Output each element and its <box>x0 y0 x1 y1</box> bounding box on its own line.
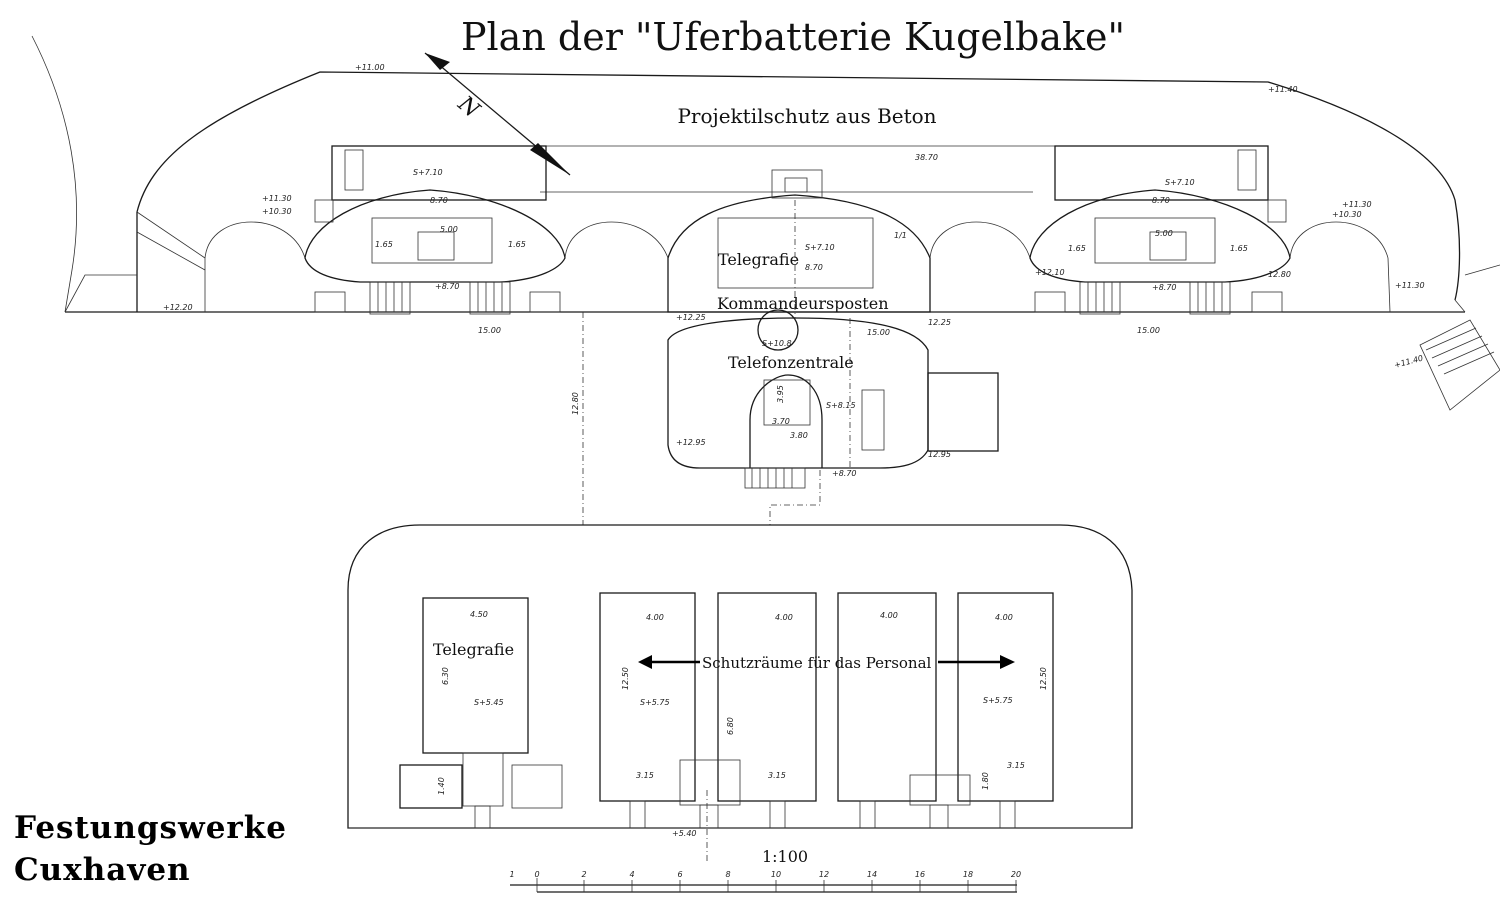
dim-1-65-a: 1.65 <box>375 240 393 249</box>
label-kommandeursposten: Kommandeursposten <box>717 294 889 313</box>
north-symbol: N <box>452 91 484 124</box>
dim-3-80: 3.80 <box>790 431 808 440</box>
dim-38-70: 38.70 <box>915 153 938 162</box>
dim-4-00-c: 4.00 <box>880 611 898 620</box>
dim-6-30: 6.30 <box>441 667 450 685</box>
scale-tick-label: 16 <box>915 870 925 879</box>
dim-3-95: 3.95 <box>776 385 785 403</box>
dim-12-25-b: 12.25 <box>928 318 951 327</box>
dim-12-95-b: 12.95 <box>928 450 951 459</box>
dim-3-15-b: 3.15 <box>768 771 786 780</box>
dim-6-80: 6.80 <box>726 717 735 735</box>
dim-1-65-b: 1.65 <box>508 240 526 249</box>
dim-12-50-b: 12.50 <box>1039 667 1048 690</box>
dim-12-50-a: 12.50 <box>621 667 630 690</box>
scale-tick-label: 20 <box>1011 870 1021 879</box>
label-telefonzentrale: Telefonzentrale <box>728 353 854 372</box>
command-block <box>667 200 999 525</box>
dim-12-80: 12.80 <box>1268 270 1291 279</box>
label-schutzraeume: Schutzräume für das Personal <box>702 654 932 672</box>
dim-15-00-a: 15.00 <box>478 326 501 335</box>
stairs-right <box>1419 264 1500 411</box>
scale-tick-label: 1 <box>509 870 514 879</box>
stamp-line2: Cuxhaven <box>14 852 191 888</box>
scale-tick-label: 0 <box>534 870 539 879</box>
dim-12-20: +12.20 <box>163 303 193 312</box>
label-projektilschutz: Projektilschutz aus Beton <box>677 104 936 128</box>
dim-8-70-b: 8.70 <box>1152 196 1170 205</box>
scale-tick-label: 4 <box>629 870 634 879</box>
label-telegrafie-top: Telegrafie <box>718 250 799 269</box>
dim-12-25-a: +12.25 <box>676 313 706 322</box>
dim-11-30-c: +11.30 <box>1395 281 1425 290</box>
dim-12-10: +12.10 <box>1035 268 1065 277</box>
dim-11-40-left: +11.40 <box>1393 354 1424 370</box>
dim-5-00-b: 5.00 <box>1155 229 1173 238</box>
scale-tick-label: 2 <box>581 870 586 879</box>
dim-15-00-c: 15.00 <box>1137 326 1160 335</box>
label-telegrafie-bottom: Telegrafie <box>433 640 514 659</box>
dim-11-30-a: +11.30 <box>262 194 292 203</box>
dim-5-00-a: 5.00 <box>440 225 458 234</box>
dim-11-30-b: +11.30 <box>1342 200 1372 209</box>
dim-11-40-right: +11.40 <box>1268 85 1298 94</box>
dim-1-40: 1.40 <box>437 777 446 795</box>
dim-4-00-a: 4.00 <box>646 613 664 622</box>
dim-s-5-75-b: S+5.75 <box>983 696 1013 705</box>
stamp: Festungswerke Cuxhaven <box>14 810 287 888</box>
dim-12-95-a: +12.95 <box>676 438 706 447</box>
plan-title: Plan der "Uferbatterie Kugelbake" <box>461 15 1125 59</box>
dim-s-8-15: S+8.15 <box>826 401 856 410</box>
scale-tick-label: 12 <box>819 870 829 879</box>
scale-tick-label: 8 <box>725 870 730 879</box>
dimension-labels-vertical: 12.80 6.30 12.50 12.50 6.80 1.40 1.80 3.… <box>437 354 1424 795</box>
dim-1-80: 1.80 <box>981 772 990 790</box>
dim-10-30-b: +10.30 <box>1332 210 1362 219</box>
dim-s-5-75-a: S+5.75 <box>640 698 670 707</box>
dim-4-00-b: 4.00 <box>775 613 793 622</box>
terrain-contour-left <box>31 35 77 313</box>
dim-1-1: 1/1 <box>894 231 907 240</box>
dimension-labels: +11.00 +11.40 38.70 S+7.10 S+7.10 S+7.10… <box>163 63 1425 838</box>
dim-12-80-vertical: 12.80 <box>571 392 580 415</box>
stamp-line1: Festungswerke <box>14 810 287 846</box>
dim-4-00-d: 4.00 <box>995 613 1013 622</box>
dim-1-65-d: 1.65 <box>1230 244 1248 253</box>
dim-s-10-8: S+10.8 <box>762 339 792 348</box>
dim-8-70-f: +8.70 <box>1152 283 1177 292</box>
dim-10-30-a: +10.30 <box>262 207 292 216</box>
scale-tick-label: 18 <box>963 870 973 879</box>
scale-tick-label: 10 <box>771 870 781 879</box>
dim-s-7-10-mid: S+7.10 <box>805 243 835 252</box>
dim-s-7-10-right: S+7.10 <box>1165 178 1195 187</box>
dim-8-70-d: +8.70 <box>832 469 857 478</box>
dim-15-00-b: 15.00 <box>867 328 890 337</box>
dim-3-70: 3.70 <box>772 417 790 426</box>
north-arrow: N <box>424 52 571 176</box>
dim-s-7-10-left: S+7.10 <box>413 168 443 177</box>
dim-s-5-45: S+5.45 <box>474 698 504 707</box>
dim-11-00: +11.00 <box>355 63 385 72</box>
dim-1-65-c: 1.65 <box>1068 244 1086 253</box>
dim-8-70-e: +8.70 <box>435 282 460 291</box>
scale-text: 1:100 <box>762 847 808 866</box>
upper-battery <box>64 71 1500 411</box>
dim-3-15-c: 3.15 <box>1007 761 1025 770</box>
dim-5-40: +5.40 <box>672 829 697 838</box>
dim-8-70-c: 8.70 <box>805 263 823 272</box>
scale-tick-label: 6 <box>677 870 682 879</box>
dim-8-70-a: 8.70 <box>430 196 448 205</box>
dim-3-15-a: 3.15 <box>636 771 654 780</box>
scale-tick-label: 14 <box>867 870 877 879</box>
lower-shelters <box>347 524 1133 829</box>
dim-4-50: 4.50 <box>470 610 488 619</box>
